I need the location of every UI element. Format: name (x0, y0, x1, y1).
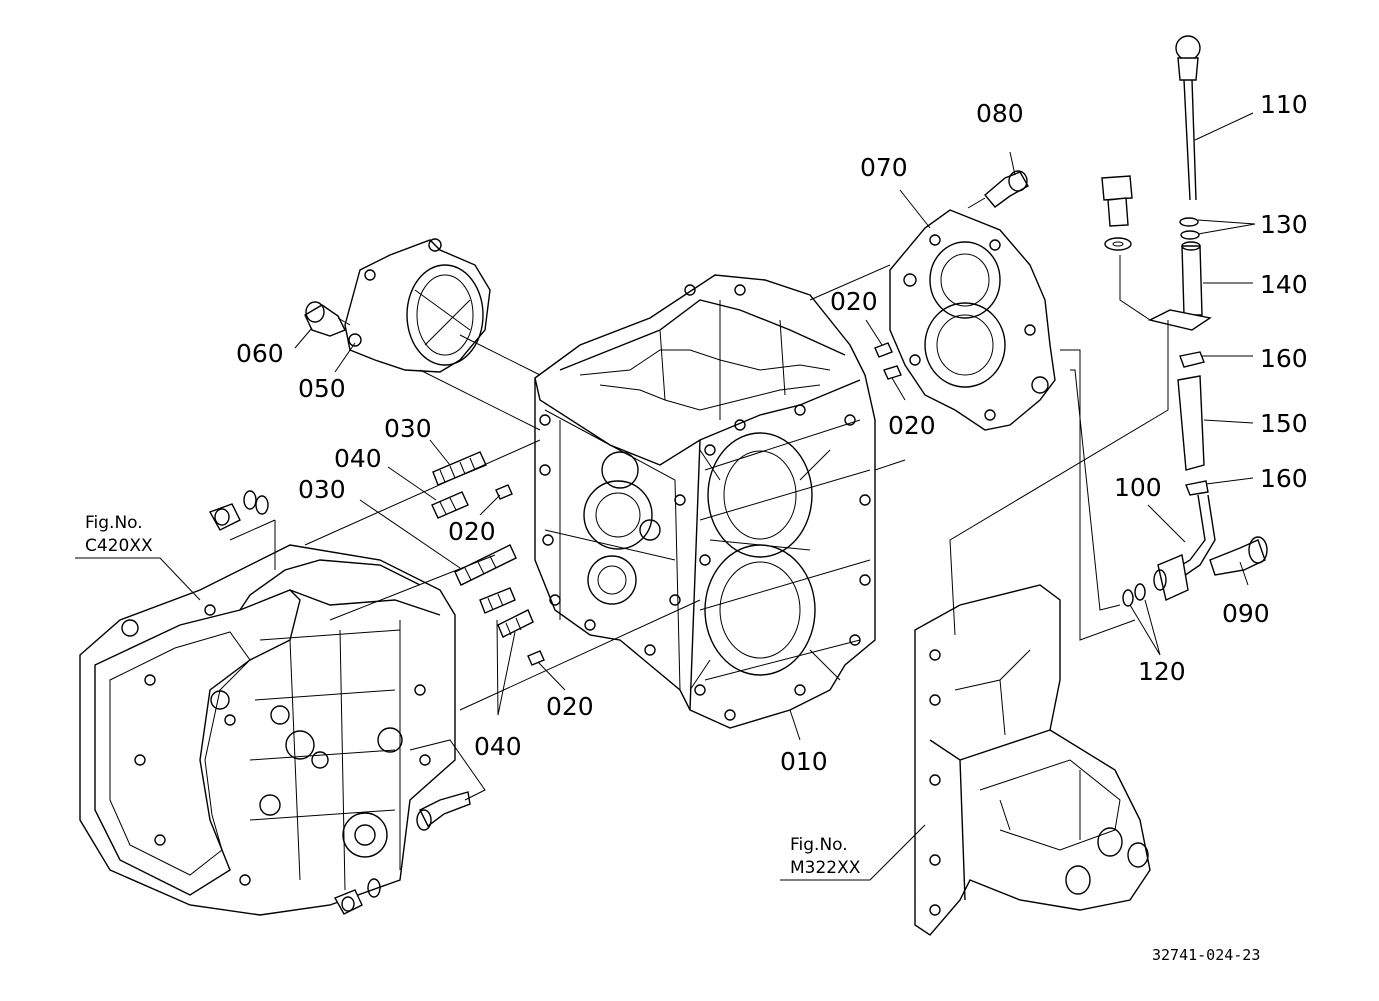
label-040-upper: 040 (334, 444, 382, 473)
label-140: 140 (1260, 270, 1308, 299)
cover-070-drawing (889, 170, 1056, 431)
label-030-lower: 030 (298, 475, 346, 504)
bearing-holder-050-drawing (304, 238, 491, 373)
label-130: 130 (1260, 210, 1308, 239)
label-020-middle: 020 (448, 517, 496, 546)
leader-lines (75, 112, 1256, 881)
label-060: 060 (236, 339, 284, 368)
label-150: 150 (1260, 409, 1308, 438)
label-070: 070 (860, 153, 908, 182)
label-160-upper: 160 (1260, 344, 1308, 373)
label-020-lower: 020 (546, 692, 594, 721)
fig-ref-left-line1: Fig.No. (85, 513, 143, 533)
drawing-code: 32741-024-23 (1152, 946, 1260, 964)
figure-references: Fig.No. C420XX Fig.No. M322XX (85, 513, 861, 878)
fig-ref-right-line2: M322XX (790, 858, 861, 878)
front-transmission-case-drawing (79, 490, 471, 916)
label-050: 050 (298, 374, 346, 403)
label-080: 080 (976, 99, 1024, 128)
fig-ref-right-line1: Fig.No. (790, 835, 848, 855)
transmission-case-010-drawing (534, 274, 876, 729)
fig-ref-left-line2: C420XX (85, 536, 153, 556)
rear-housing-drawing (914, 584, 1151, 936)
assembly-lines (304, 255, 1169, 801)
label-010: 010 (780, 747, 828, 776)
label-030-upper: 030 (384, 414, 432, 443)
label-020-right: 020 (888, 411, 936, 440)
label-160-lower: 160 (1260, 464, 1308, 493)
label-120: 120 (1138, 657, 1186, 686)
dipstick-assembly-drawing (1101, 35, 1268, 607)
label-110: 110 (1260, 90, 1308, 119)
label-100: 100 (1114, 473, 1162, 502)
label-090: 090 (1222, 599, 1270, 628)
part-labels: 110 130 140 160 150 160 100 090 120 080 … (236, 90, 1308, 776)
label-040-lower: 040 (474, 732, 522, 761)
label-020-upper: 020 (830, 287, 878, 316)
